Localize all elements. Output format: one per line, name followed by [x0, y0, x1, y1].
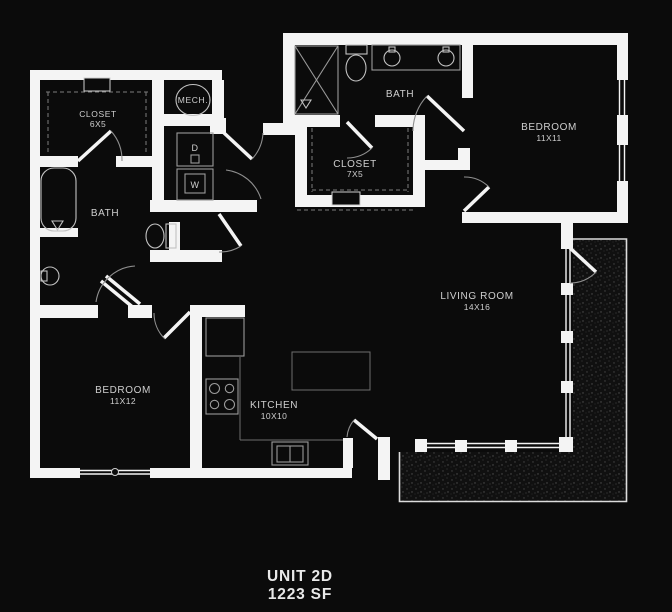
washer-icon [176, 168, 214, 201]
dryer-label: D [191, 143, 198, 153]
unit-name: UNIT 2D [267, 568, 333, 585]
closet1-dims: 6X5 [90, 119, 106, 129]
bath2-label: BATH [386, 89, 414, 100]
living-label: LIVING ROOM [440, 291, 513, 302]
kitchen-balcony-door [352, 418, 379, 441]
windows [80, 80, 626, 476]
closet2-label: CLOSET [333, 159, 377, 170]
island-icon [291, 351, 371, 391]
kitchen-sink-icon [271, 441, 309, 466]
fixtures [40, 44, 461, 466]
balcony-door [568, 246, 598, 274]
closet2-dims: 7X5 [347, 169, 363, 179]
sink-icon [40, 266, 60, 286]
closet1-door [76, 129, 113, 163]
shower-icon [294, 45, 339, 115]
kitchen-label: KITCHEN [250, 400, 298, 411]
bedroom2-label: BEDROOM [95, 385, 151, 396]
washer-label: W [190, 180, 199, 190]
bedroom2-dims: 11X12 [110, 396, 136, 406]
bedroom1-label: BEDROOM [521, 122, 577, 133]
toilet2-icon [345, 44, 368, 82]
mech-circle-icon [175, 83, 211, 117]
walls [30, 33, 628, 480]
unit-area: 1223 SF [268, 586, 332, 603]
hall-door [217, 213, 243, 247]
toilet-icon [145, 223, 177, 249]
entry-door [221, 130, 254, 161]
bedroom1-door [462, 185, 491, 213]
doors [76, 94, 598, 441]
closet1-rods [46, 77, 148, 152]
bath1-label: BATH [91, 208, 119, 219]
stove-icon [205, 378, 239, 415]
vanity-icon [371, 44, 461, 71]
bedroom2-door [162, 310, 192, 340]
kitchen-counter [239, 357, 343, 441]
closet2-rods [311, 128, 409, 206]
balcony [398, 238, 628, 503]
bedroom1-dims: 11X11 [536, 133, 561, 143]
dryer-icon [176, 132, 214, 167]
bath1-door [99, 279, 137, 311]
fridge-icon [205, 317, 245, 357]
mech-label: MECH. [178, 95, 208, 105]
bath2-door [425, 94, 466, 133]
closet2-door [345, 120, 374, 150]
closet1-label: CLOSET [79, 109, 117, 119]
living-dims: 14X16 [464, 302, 491, 312]
bathtub-icon [40, 167, 77, 232]
kitchen-dims: 10X10 [261, 411, 288, 421]
window-marker-icon [111, 468, 119, 476]
